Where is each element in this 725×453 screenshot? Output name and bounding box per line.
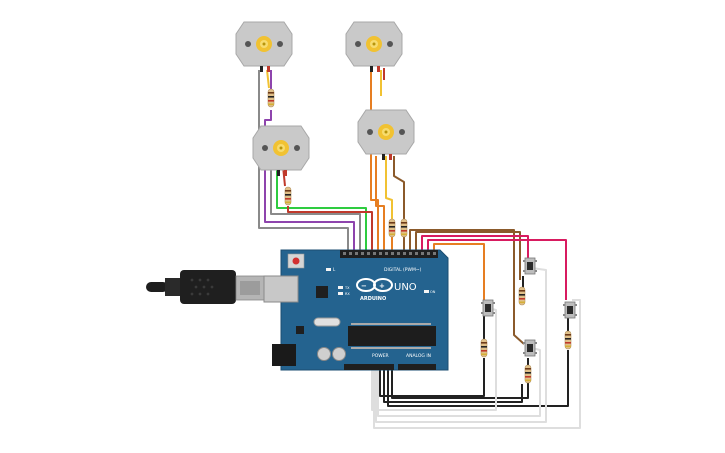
- wire-orange-btn0: [433, 243, 485, 302]
- wire-white-1: [373, 299, 581, 429]
- wire-pink-btn3: [421, 235, 529, 262]
- led-tx-label: TX: [344, 286, 350, 290]
- wire-m4-yellow: [385, 156, 393, 222]
- wire-brown-btn1: [415, 231, 521, 280]
- brand-label: ARDUINO: [360, 296, 386, 302]
- model-label: UNO: [394, 282, 417, 293]
- regulator: [296, 326, 304, 334]
- atmega-chip: [348, 326, 436, 346]
- dc-motor-4[interactable]: [357, 109, 415, 161]
- digital-pin[interactable]: [367, 252, 370, 255]
- analog-header-label: ANALOG IN: [406, 353, 431, 359]
- dc-motor-1[interactable]: [235, 21, 293, 73]
- wire-red-btn4: [427, 239, 567, 300]
- resistor-1[interactable]: [267, 88, 275, 108]
- wire-black-1: [379, 358, 485, 397]
- capacitor-1: [317, 347, 331, 361]
- digital-pin[interactable]: [403, 252, 406, 255]
- power-header-label: POWER: [372, 353, 389, 359]
- led-tx: [338, 286, 343, 289]
- wire-m3-gray: [270, 166, 361, 250]
- wire-white-2: [375, 267, 547, 423]
- wire-m4-brown: [393, 156, 405, 222]
- digital-pin[interactable]: [379, 252, 382, 255]
- digital-pin[interactable]: [421, 252, 424, 255]
- resistor-6[interactable]: [518, 286, 526, 306]
- digital-pin[interactable]: [355, 252, 358, 255]
- pushbutton-1[interactable]: [480, 299, 496, 317]
- wire-black-3: [387, 350, 569, 407]
- digital-pin[interactable]: [373, 252, 376, 255]
- capacitor-2: [332, 347, 346, 361]
- digital-pin[interactable]: [415, 252, 418, 255]
- led-l-label: L: [333, 267, 336, 272]
- digital-pins: [343, 252, 436, 255]
- usb-socket: [263, 275, 299, 303]
- digital-pin[interactable]: [397, 252, 400, 255]
- resistor-8[interactable]: [524, 364, 532, 384]
- digital-pin[interactable]: [343, 252, 346, 255]
- arduino-uno-board[interactable]: − + ARDUINO UNO DIGITAL (PWM~) POWER ANA…: [263, 249, 449, 371]
- led-l: [326, 268, 331, 271]
- resistor-3[interactable]: [388, 218, 396, 238]
- wire-brown-btn2: [409, 229, 525, 345]
- arduino-logo: − +: [356, 278, 393, 292]
- wire-m4-orange: [375, 156, 385, 250]
- led-on-label: ON: [430, 290, 436, 294]
- crystal: [313, 317, 341, 327]
- resistor-7[interactable]: [564, 330, 572, 350]
- resistor-2[interactable]: [284, 186, 292, 206]
- pushbutton-2[interactable]: [522, 257, 538, 275]
- wire-white-3: [377, 347, 541, 417]
- svg-text:+: +: [379, 282, 385, 290]
- wire-m3-green: [276, 166, 367, 250]
- dc-motor-3[interactable]: [252, 125, 310, 177]
- digital-pin[interactable]: [409, 252, 412, 255]
- pushbutton-4[interactable]: [522, 339, 538, 357]
- usb-cable[interactable]: [146, 270, 265, 304]
- digital-pin[interactable]: [361, 252, 364, 255]
- led-on: [424, 290, 429, 293]
- analog-header: [398, 364, 436, 370]
- wire-black-4: [391, 368, 529, 399]
- digital-pin[interactable]: [433, 252, 436, 255]
- resistor-4[interactable]: [400, 218, 408, 238]
- digital-header-label: DIGITAL (PWM~): [384, 267, 422, 273]
- chip-legs: [351, 323, 431, 349]
- pushbutton-3[interactable]: [562, 301, 578, 319]
- power-header: [344, 364, 394, 370]
- digital-pin[interactable]: [391, 252, 394, 255]
- usb-chip: [316, 286, 328, 298]
- digital-header: [340, 250, 438, 258]
- digital-pin[interactable]: [385, 252, 388, 255]
- dc-jack: [272, 344, 296, 366]
- resistor-5[interactable]: [480, 338, 488, 358]
- wires: [258, 68, 581, 429]
- led-rx: [338, 292, 343, 295]
- reset-button[interactable]: [287, 253, 305, 269]
- digital-pin[interactable]: [427, 252, 430, 255]
- svg-text:−: −: [361, 282, 367, 290]
- led-rx-label: RX: [345, 292, 350, 296]
- wire-m1-yellow: [266, 69, 270, 89]
- dc-motor-2[interactable]: [345, 21, 403, 73]
- digital-pin[interactable]: [349, 252, 352, 255]
- wire-black-2: [383, 368, 523, 403]
